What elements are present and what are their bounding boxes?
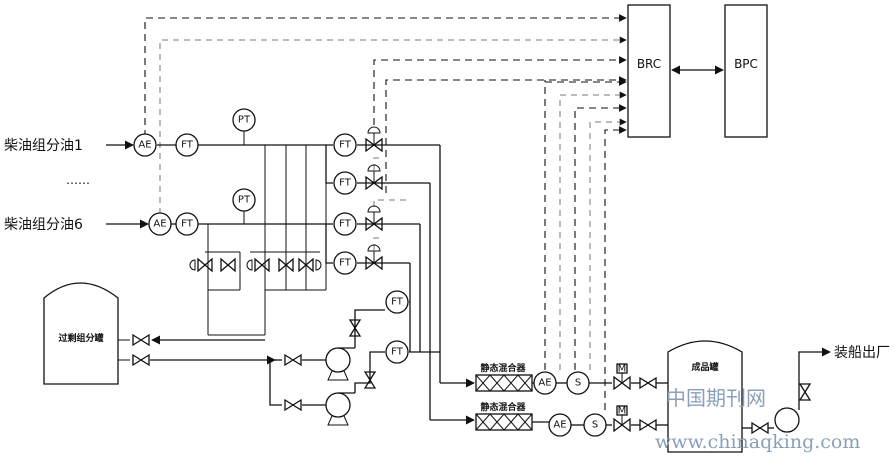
manifold-verticals — [205, 145, 327, 336]
instrument-ae-6: AE — [148, 212, 172, 236]
ship-out-valve — [798, 383, 812, 401]
svg-text:AE: AE — [153, 219, 166, 230]
input-oil6-label: 柴油组分油6 — [4, 217, 83, 233]
tank-outlet-valve-1 — [132, 333, 150, 347]
instrument-ft-6: FT — [175, 212, 199, 236]
svg-text:FT: FT — [339, 219, 352, 230]
instrument-ft-branch-4: FT — [333, 251, 357, 275]
pump-1 — [325, 347, 355, 381]
svg-text:FT: FT — [391, 297, 404, 308]
instrument-ft-pump-1: FT — [385, 290, 409, 314]
bpc-label: BPC — [734, 57, 758, 71]
manual-valve-product-2 — [639, 418, 657, 432]
pump1-discharge — [354, 309, 385, 348]
watermark-url: www.chinaqking.com — [655, 431, 860, 453]
input-oil1-label: 柴油组分油1 — [4, 138, 83, 154]
instrument-ft-branch-1: FT — [333, 133, 357, 157]
static-mixer-1 — [475, 374, 533, 392]
svg-text:S: S — [575, 378, 581, 389]
svg-text:FT: FT — [339, 178, 352, 189]
svg-text:AE: AE — [553, 420, 566, 431]
mixer-1-label: 静态混合器 — [480, 362, 526, 374]
svg-text:M: M — [618, 364, 627, 375]
svg-text:FT: FT — [181, 219, 194, 230]
brc-box — [627, 4, 671, 138]
ship-out-line — [798, 347, 831, 410]
svg-text:FT: FT — [181, 140, 194, 151]
product-tank-label: 成品罐 — [691, 361, 718, 373]
pump2-discharge — [354, 351, 385, 393]
ship-out-label: 装船出厂 — [834, 345, 890, 361]
tank-outlet-valve-2 — [132, 353, 150, 367]
instrument-pt-1: PT — [232, 108, 256, 132]
svg-text:M: M — [618, 406, 627, 417]
outlet-valve — [751, 421, 769, 435]
pump-suction-valve-2 — [284, 398, 302, 412]
signal-lines — [144, 14, 627, 410]
instrument-ae-mixer-1: AE — [533, 371, 557, 395]
surplus-tank — [43, 282, 119, 385]
branch-lines — [325, 144, 475, 425]
svg-text:PT: PT — [238, 115, 251, 126]
watermark-cn: 中国期刊网 — [666, 386, 766, 410]
pump-2 — [325, 392, 355, 426]
bpc-box — [724, 4, 768, 138]
static-mixer-2 — [475, 413, 533, 431]
svg-text:AE: AE — [138, 140, 151, 151]
pump-suction-valve-1 — [284, 353, 302, 367]
instrument-pt-6: PT — [232, 188, 256, 212]
svg-text:FT: FT — [339, 140, 352, 151]
instrument-s-mixer-1: S — [566, 371, 590, 395]
manual-valve-product-1 — [639, 376, 657, 390]
mixer-2-label: 静态混合器 — [480, 401, 526, 413]
control-valves — [365, 126, 383, 271]
svg-text:PT: PT — [238, 195, 251, 206]
manifold-valves — [189, 257, 322, 273]
svg-text:FT: FT — [339, 258, 352, 269]
instrument-ft-pump-2: FT — [385, 340, 409, 364]
instrument-ae-mixer-2: AE — [548, 413, 572, 437]
svg-text:S: S — [592, 420, 598, 431]
motor-valve-1: M — [613, 363, 631, 391]
brc-label: BRC — [637, 57, 661, 71]
input-ellipsis: …… — [66, 173, 90, 187]
instrument-ft-1: FT — [175, 133, 199, 157]
instrument-ae-1: AE — [133, 133, 157, 157]
motor-valve-2: M — [613, 405, 631, 433]
instrument-ft-branch-2: FT — [333, 171, 357, 195]
svg-text:AE: AE — [538, 378, 551, 389]
svg-text:FT: FT — [391, 347, 404, 358]
instrument-s-mixer-2: S — [583, 413, 607, 437]
outlet-pump — [774, 407, 800, 433]
product-tank — [667, 340, 743, 453]
instrument-ft-branch-3: FT — [333, 212, 357, 236]
surplus-tank-label: 过剩组分罐 — [58, 332, 103, 344]
